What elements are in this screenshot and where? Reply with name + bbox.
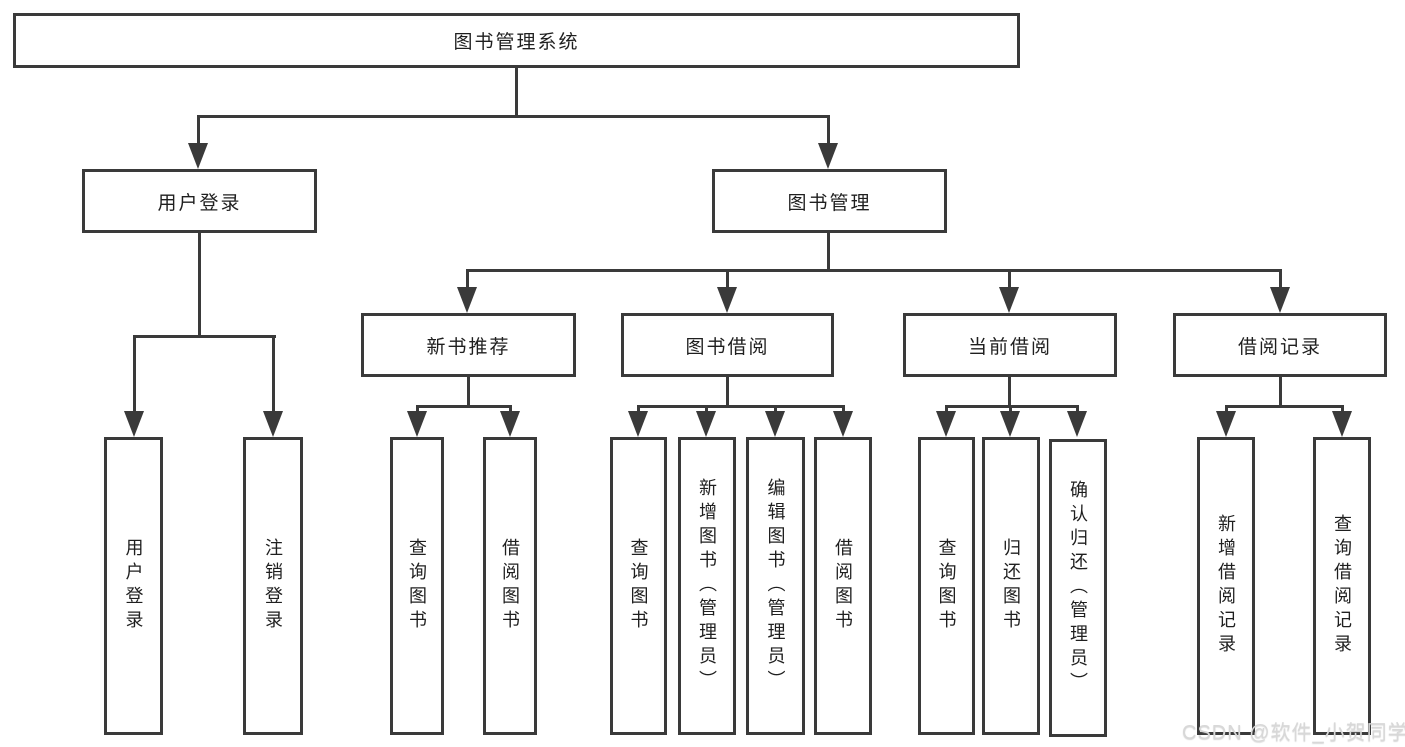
- leaf-query-borrow-record: 查询借阅记录: [1313, 437, 1371, 735]
- arrow-down-icon: [765, 411, 785, 437]
- node-user-login: 用户登录: [82, 169, 317, 233]
- leaf-return-books: 归还图书: [982, 437, 1040, 735]
- connector-line-v: [466, 269, 469, 290]
- leaf-edit-books-admin: 编辑图书（管理员）: [746, 437, 805, 735]
- connector-line-v: [827, 233, 830, 272]
- connector-line-v: [509, 405, 512, 415]
- leaf-borrowing-query-books: 查询图书: [610, 437, 667, 735]
- node-label: 图书管理: [787, 192, 872, 214]
- leaf-label: 归还图书: [1001, 538, 1021, 634]
- leaf-label: 查询借阅记录: [1332, 514, 1352, 658]
- node-book-management: 图书管理: [712, 169, 947, 233]
- connector-line-v: [133, 335, 136, 413]
- arrow-down-icon: [457, 287, 477, 313]
- arrow-down-icon: [818, 143, 838, 169]
- connector-line-v: [726, 377, 729, 408]
- connector-line-h: [133, 335, 276, 338]
- arrow-down-icon: [628, 411, 648, 437]
- node-label: 图书管理系统: [453, 32, 580, 53]
- leaf-label: 编辑图书（管理员）: [765, 478, 786, 694]
- node-label: 借阅记录: [1237, 336, 1322, 358]
- arrow-down-icon: [1270, 287, 1290, 313]
- connector-line-v: [1009, 405, 1012, 415]
- connector-line-v: [1341, 405, 1344, 415]
- leaf-label: 查询图书: [407, 538, 427, 634]
- node-label: 当前借阅: [967, 336, 1052, 358]
- leaf-label: 查询图书: [936, 538, 957, 634]
- leaf-label: 新增图书（管理员）: [697, 478, 717, 694]
- leaf-user-login: 用户登录: [104, 437, 163, 735]
- leaf-recommend-borrow-books: 借阅图书: [483, 437, 537, 735]
- connector-line-v: [774, 405, 777, 415]
- arrow-down-icon: [833, 411, 853, 437]
- connector-line-v: [827, 115, 830, 146]
- connector-line-h: [416, 405, 512, 408]
- connector-line-v: [842, 405, 845, 415]
- arrow-down-icon: [1067, 411, 1087, 437]
- arrow-down-icon: [1332, 411, 1352, 437]
- node-borrowing-records: 借阅记录: [1173, 313, 1387, 377]
- connector-line-v: [1008, 377, 1011, 408]
- connector-line-h: [1225, 405, 1344, 408]
- arrow-down-icon: [407, 411, 427, 437]
- csdn-watermark: CSDN @软件_小贺同学: [1182, 722, 1405, 744]
- connector-line-v: [726, 269, 729, 290]
- connector-line-v: [198, 233, 201, 338]
- leaf-recommend-query-books: 查询图书: [390, 437, 444, 735]
- connector-line-v: [637, 405, 640, 415]
- connector-line-v: [945, 405, 948, 415]
- arrow-down-icon: [999, 287, 1019, 313]
- node-label: 新书推荐: [426, 336, 511, 358]
- connector-line-v: [416, 405, 419, 415]
- arrow-down-icon: [717, 287, 737, 313]
- node-label: 用户登录: [157, 192, 242, 214]
- connector-line-v: [1279, 377, 1282, 408]
- connector-line-h: [197, 115, 830, 118]
- leaf-label: 确认归还（管理员）: [1068, 480, 1088, 696]
- arrow-down-icon: [500, 411, 520, 437]
- connector-line-v: [272, 335, 275, 413]
- leaf-borrow-books: 借阅图书: [814, 437, 872, 735]
- node-new-book-recommendation: 新书推荐: [361, 313, 576, 377]
- connector-line-v: [705, 405, 708, 415]
- connector-line-v: [1279, 269, 1282, 290]
- connector-line-h: [466, 269, 1282, 272]
- leaf-label: 查询图书: [628, 538, 649, 634]
- leaf-add-borrow-record: 新增借阅记录: [1197, 437, 1255, 735]
- arrow-down-icon: [1216, 411, 1236, 437]
- connector-line-v: [1225, 405, 1228, 415]
- leaf-label: 用户登录: [123, 538, 144, 634]
- leaf-current-query-books: 查询图书: [918, 437, 975, 735]
- node-label: 图书借阅: [685, 336, 770, 358]
- connector-line-v: [1076, 405, 1079, 415]
- node-book-borrowing: 图书借阅: [621, 313, 834, 377]
- leaf-label: 借阅图书: [500, 538, 520, 634]
- arrow-down-icon: [124, 411, 144, 437]
- connector-line-h: [637, 405, 845, 408]
- leaf-label: 新增借阅记录: [1216, 514, 1236, 658]
- arrow-down-icon: [188, 143, 208, 169]
- leaf-label: 借阅图书: [833, 538, 853, 634]
- leaf-logout: 注销登录: [243, 437, 303, 735]
- arrow-down-icon: [263, 411, 283, 437]
- connector-line-v: [515, 68, 518, 117]
- arrow-down-icon: [936, 411, 956, 437]
- node-current-borrowing: 当前借阅: [903, 313, 1117, 377]
- leaf-add-books-admin: 新增图书（管理员）: [678, 437, 736, 735]
- leaf-confirm-return-admin: 确认归还（管理员）: [1049, 439, 1107, 737]
- leaf-label: 注销登录: [263, 538, 283, 634]
- arrow-down-icon: [696, 411, 716, 437]
- node-library-management-system: 图书管理系统: [13, 13, 1020, 68]
- connector-line-h: [945, 405, 1079, 408]
- connector-line-v: [197, 115, 200, 146]
- arrow-down-icon: [1000, 411, 1020, 437]
- connector-line-v: [1008, 269, 1011, 290]
- connector-line-v: [467, 377, 470, 408]
